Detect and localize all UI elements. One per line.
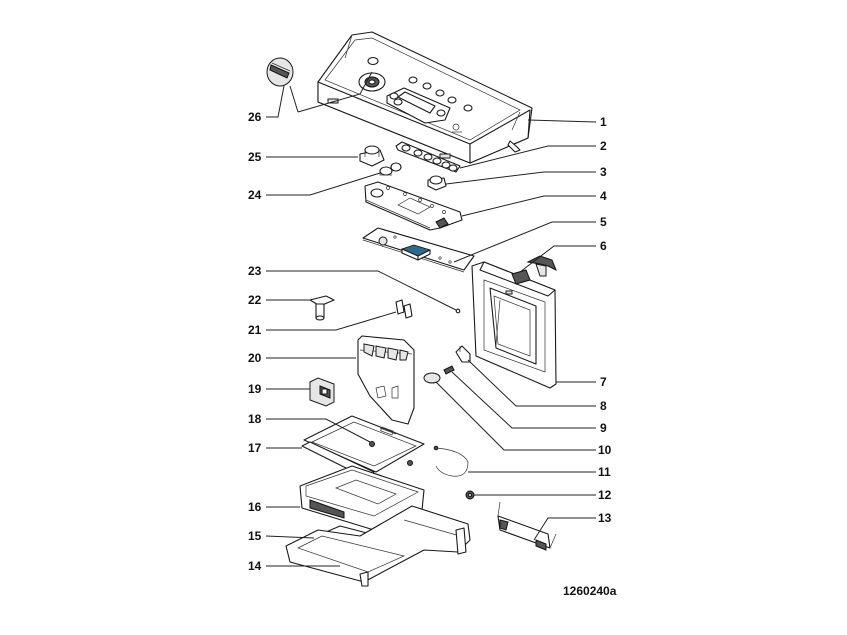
part-26-selector-knob — [266, 57, 294, 87]
part-5-electronic-board — [362, 227, 475, 273]
label-7: 7 — [600, 375, 607, 389]
leader-1 — [527, 119, 597, 123]
leader-8 — [467, 359, 596, 407]
part-20-dispenser-drawer — [357, 335, 415, 425]
label-23: 23 — [248, 264, 262, 278]
leader-23 — [266, 270, 457, 311]
label-1: 1 — [600, 115, 607, 129]
part-7-door-frame — [471, 261, 557, 389]
leader-6 — [519, 245, 596, 273]
leader-13 — [533, 517, 596, 541]
leader-15 — [265, 535, 315, 539]
part-22-knob-shaft — [309, 295, 335, 321]
label-8: 8 — [600, 399, 607, 413]
label-12: 12 — [598, 488, 612, 502]
part-23-screw — [455, 308, 461, 314]
label-16: 16 — [248, 500, 262, 514]
part-18-tray — [303, 415, 425, 473]
label-9: 9 — [600, 421, 607, 435]
label-13: 13 — [598, 511, 612, 525]
label-21: 21 — [248, 323, 262, 337]
leader-4 — [461, 195, 596, 217]
part-2-button-strip — [395, 141, 461, 173]
label-24: 24 — [248, 188, 262, 202]
leader-2 — [459, 145, 596, 169]
label-26: 26 — [248, 110, 262, 124]
part-6-door-handle — [526, 255, 557, 277]
label-15: 15 — [248, 529, 262, 543]
leader-18 — [266, 418, 371, 443]
part-13-hinge-bracket — [497, 501, 557, 551]
label-3: 3 — [600, 165, 607, 179]
part-25-single-button — [359, 145, 385, 167]
leader-5 — [453, 221, 596, 263]
part-19-door-lock — [309, 377, 335, 407]
label-25: 25 — [248, 150, 262, 164]
label-19: 19 — [248, 382, 262, 396]
label-14: 14 — [248, 559, 262, 573]
part-11-cable — [433, 445, 469, 477]
leader-26a — [266, 85, 285, 118]
label-11: 11 — [598, 465, 611, 479]
leader-26b — [297, 71, 373, 113]
label-17: 17 — [248, 441, 262, 455]
label-4: 4 — [600, 189, 607, 203]
part-10-cover-cap — [423, 372, 441, 384]
diagram-reference-code: 1260240a — [563, 584, 617, 598]
part-14-base-frame — [285, 505, 471, 587]
leader-lines — [265, 71, 597, 567]
part-21-clip — [395, 299, 413, 319]
leader-24 — [266, 172, 381, 196]
part-12-grommet — [465, 490, 475, 500]
label-20: 20 — [248, 351, 262, 365]
label-10: 10 — [598, 443, 612, 457]
part-9-spring — [443, 365, 455, 375]
label-5: 5 — [600, 215, 607, 229]
label-2: 2 — [600, 139, 607, 153]
label-18: 18 — [248, 412, 262, 426]
part-1-control-panel-housing — [317, 31, 533, 164]
part-3-push-button — [427, 175, 447, 191]
vent-slats — [309, 499, 345, 519]
part-labels: 1 2 3 4 5 6 7 8 9 10 11 12 13 14 15 16 1… — [248, 110, 612, 573]
part-4-panel-support — [364, 181, 463, 231]
leader-10 — [435, 381, 596, 451]
part-8-door-latch — [455, 345, 471, 363]
part-24-double-button — [379, 162, 402, 176]
leader-21 — [266, 311, 397, 331]
leader-26c — [289, 85, 299, 113]
label-6: 6 — [600, 239, 607, 253]
leader-3 — [445, 171, 596, 185]
leader-9 — [451, 371, 596, 429]
label-22: 22 — [248, 293, 262, 307]
